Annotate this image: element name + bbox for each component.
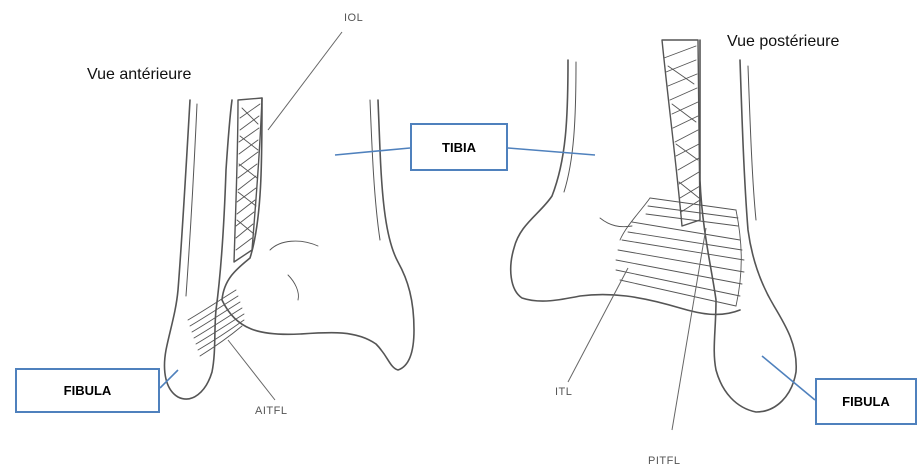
posterior-interosseous-membrane [662, 40, 700, 226]
posterior-tibia-outline [511, 60, 740, 314]
tibia-box: TIBIA [410, 123, 508, 171]
posterior-fibula-outline [700, 40, 796, 412]
anterior-view-title: Vue antérieure [87, 66, 191, 84]
fibula-left-leader [160, 370, 178, 388]
aitfl-label: AITFL [255, 405, 287, 417]
anterior-interosseous-membrane [234, 98, 262, 262]
anterior-tibia-outline [222, 98, 414, 370]
itl-label: ITL [555, 386, 572, 398]
posterior-view-drawing [511, 40, 796, 412]
posterior-view-title: Vue postérieure [727, 33, 839, 51]
iol-leader [268, 32, 342, 130]
pitfl-label: PITFL [648, 455, 680, 467]
label-leaders [228, 32, 706, 430]
posterior-tibiofibular-ligaments [616, 198, 744, 306]
anterior-view-drawing [165, 98, 415, 399]
box-leaders [160, 148, 815, 400]
iol-label: IOL [344, 12, 363, 24]
anterior-fibula-outline [165, 100, 233, 399]
pitfl-leader [672, 228, 706, 430]
fibula-left-box: FIBULA [15, 368, 160, 413]
fibula-right-box: FIBULA [815, 378, 917, 425]
aitfl-leader [228, 340, 275, 400]
itl-leader [568, 268, 628, 382]
tibia-leader-right [508, 148, 595, 155]
